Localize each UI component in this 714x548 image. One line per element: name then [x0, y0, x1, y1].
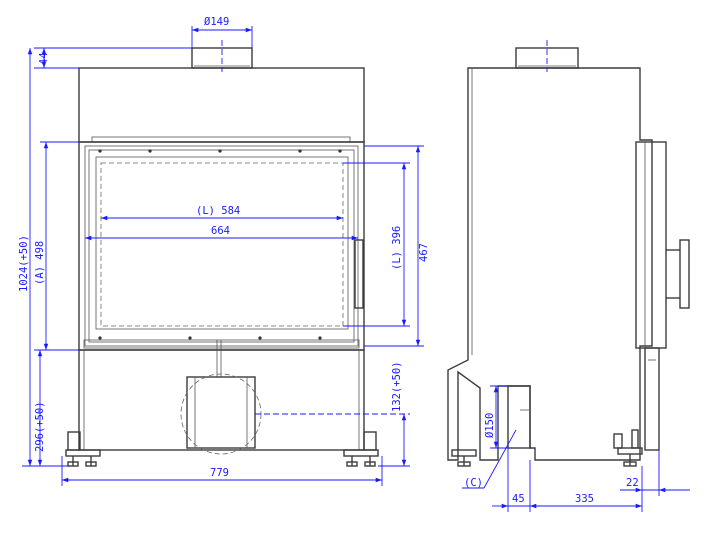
air-intake-circle — [180, 373, 262, 455]
side-view — [447, 47, 690, 467]
dim-height-a: (A) 498 — [34, 241, 46, 285]
dim-top-offset: 44 — [38, 52, 50, 65]
leveling-feet — [65, 431, 379, 467]
dim-total-width: 779 — [210, 467, 229, 479]
glass-panel — [95, 156, 349, 330]
base-box — [78, 349, 365, 451]
door-frame — [78, 141, 365, 351]
dim-side-22: 22 — [626, 477, 639, 489]
side-air-intake — [507, 385, 531, 449]
dim-side-45: 45 — [512, 493, 525, 505]
side-door-profile — [635, 141, 667, 349]
dim-width-inner: 664 — [211, 225, 230, 237]
door-handle — [354, 239, 364, 309]
dim-flue-diameter: Ø149 — [204, 16, 229, 28]
dim-lower-height: 296(+50) — [34, 401, 46, 452]
dimensions: Ø149 44 1024(+50) (A) 498 (L) 584 664 (L… — [18, 16, 690, 512]
visible-fire-area — [100, 162, 344, 327]
air-intake-plate — [186, 376, 256, 449]
side-body-outline — [447, 67, 653, 461]
dim-height-467: 467 — [418, 243, 430, 262]
dim-intake-diameter: Ø150 — [484, 413, 496, 438]
dim-intake-height: 132(+50) — [391, 361, 403, 412]
side-handle — [679, 239, 690, 309]
top-hood — [78, 67, 365, 143]
side-feet — [451, 429, 643, 467]
dim-width-l: (L) 584 — [196, 205, 240, 217]
dim-total-height: 1024(+50) — [18, 235, 30, 292]
front-view — [65, 47, 379, 467]
dim-height-l: (L) 396 — [391, 226, 403, 270]
label-c: (C) — [464, 477, 483, 489]
dim-side-depth: 335 — [575, 493, 594, 505]
